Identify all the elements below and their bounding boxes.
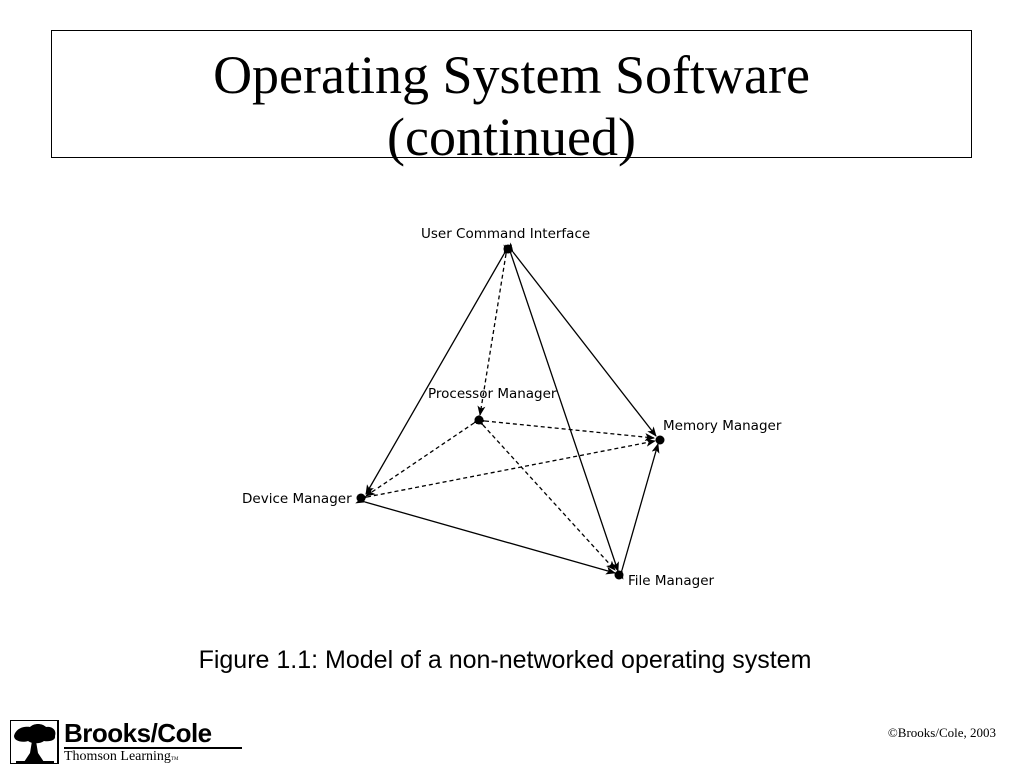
logo-trademark: TM [170, 757, 179, 762]
node-memory-manager [655, 435, 665, 445]
edge-processor-device [365, 414, 484, 497]
edge-processor-file [473, 415, 616, 571]
slide-title-line-2: (continued) [387, 107, 636, 167]
label-processor-manager: Processor Manager [428, 386, 557, 402]
label-user-command-interface: User Command Interface [421, 226, 590, 242]
figure-caption: Figure 1.1: Model of a non-networked ope… [198, 646, 812, 674]
node-user-command-interface [503, 244, 513, 254]
edge-ui-file [504, 244, 619, 572]
node-device-manager [356, 493, 366, 503]
edge-processor-memory [475, 416, 655, 442]
slide-title: Operating System Software (continued) [51, 44, 972, 168]
publisher-logo: Brooks/Cole Thomson LearningTM [8, 718, 248, 764]
edge-ui-device [365, 244, 512, 495]
label-memory-manager: Memory Manager [663, 418, 782, 434]
node-processor-manager [474, 415, 484, 425]
logo-brand: Brooks/Cole [64, 718, 212, 748]
edge-ui-memory [504, 242, 657, 437]
os-model-diagram: User Command Interface Processor Manager… [242, 226, 782, 589]
node-file-manager [614, 570, 624, 580]
label-device-manager: Device Manager [242, 491, 352, 507]
logo-divider [64, 747, 242, 749]
logo-subtitle-text: Thomson Learning [64, 749, 171, 764]
edge-device-memory [357, 438, 656, 503]
label-file-manager: File Manager [628, 573, 715, 589]
title-frame [51, 30, 972, 158]
logo-subtitle: Thomson LearningTM [64, 749, 178, 768]
edge-file-memory [615, 443, 660, 580]
slide-title-line-1: Operating System Software [213, 45, 810, 105]
tree-icon [10, 720, 59, 764]
edge-device-file [355, 495, 616, 575]
copyright-notice: ©Brooks/Cole, 2003 [887, 725, 996, 740]
edge-ui-processor [477, 244, 512, 416]
